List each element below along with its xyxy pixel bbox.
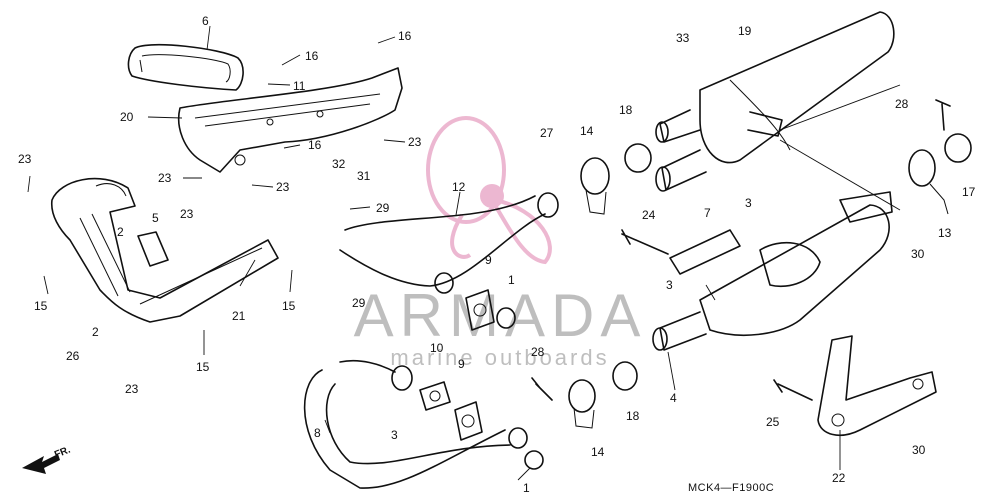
callout-11: 11 [293, 79, 306, 93]
callout-2: 2 [117, 225, 124, 239]
callout-26: 26 [66, 349, 80, 363]
part-1-ring-upper [496, 307, 516, 329]
callout-6: 6 [202, 14, 209, 28]
callout-23: 23 [180, 207, 194, 221]
part-14-clamp-lower [568, 379, 596, 429]
callout-7: 7 [704, 206, 711, 220]
callout-20: 20 [120, 110, 134, 124]
callout-31: 31 [357, 169, 371, 183]
part-9-gasket-lower [454, 401, 483, 441]
callouts: 6 16 16 16 11 20 23 23 23 23 23 23 32 31… [18, 14, 976, 495]
part-1-ring-lower [524, 450, 544, 470]
callout-30: 30 [911, 247, 925, 261]
watermark-tagline: marine outboards [390, 345, 609, 370]
part-10-flange [419, 381, 451, 411]
direction-label: FR. [53, 444, 72, 460]
part-22-bracket [817, 335, 937, 436]
leader-lines [27, 25, 901, 481]
callout-14: 14 [591, 445, 605, 459]
callout-21: 21 [232, 309, 246, 323]
callout-30: 30 [912, 443, 926, 457]
part-18-sleeve-upper [624, 143, 652, 173]
callout-16: 16 [398, 29, 412, 43]
callout-15: 15 [196, 360, 210, 374]
watermark-brand: ARMADA [354, 282, 647, 349]
callout-32: 32 [332, 157, 346, 171]
callout-19: 19 [738, 24, 752, 38]
part-25-bolt [773, 379, 813, 401]
part-13-clamp [908, 149, 949, 215]
part-17-sleeve [944, 133, 972, 163]
callout-27: 27 [540, 126, 554, 140]
callout-24: 24 [642, 208, 656, 222]
callout-29: 29 [352, 296, 366, 310]
callout-5: 5 [152, 211, 159, 225]
part-21-lower-shield [50, 177, 279, 323]
callout-22: 22 [832, 471, 846, 485]
callout-9: 9 [485, 253, 492, 267]
callout-33: 33 [676, 31, 690, 45]
callout-23: 23 [18, 152, 32, 166]
callout-28: 28 [531, 345, 545, 359]
callout-18: 18 [619, 103, 633, 117]
callout-28: 28 [895, 97, 909, 111]
callout-9: 9 [458, 357, 465, 371]
callout-25: 25 [766, 415, 780, 429]
callout-17: 17 [962, 185, 976, 199]
callout-1: 1 [508, 273, 515, 287]
part-20-upper-shield [178, 67, 403, 173]
part-5-gasket [137, 231, 169, 267]
part-19-upper-muffler [655, 11, 895, 192]
part-14-clamp-upper [580, 157, 610, 215]
callout-10: 10 [430, 341, 444, 355]
part-28-bolt-lower [531, 377, 553, 401]
propeller-icon [426, 116, 552, 265]
callout-3: 3 [666, 278, 673, 292]
callout-3: 3 [391, 428, 398, 442]
callout-15: 15 [34, 299, 48, 313]
part-7-protector [669, 229, 741, 275]
callout-12: 12 [452, 180, 466, 194]
front-direction-marker: FR. [22, 444, 72, 474]
callout-15: 15 [282, 299, 296, 313]
callout-14: 14 [580, 124, 594, 138]
callout-13: 13 [938, 226, 952, 240]
part-8-lower-pipe [303, 359, 528, 489]
callout-23: 23 [158, 171, 172, 185]
part-18-sleeve-lower [612, 361, 638, 391]
callout-23: 23 [408, 135, 422, 149]
part-12-upper-pipe [339, 192, 559, 294]
callout-16: 16 [308, 138, 322, 152]
diagram-code: MCK4—F1900C [688, 482, 774, 494]
callout-29: 29 [376, 201, 390, 215]
callout-4: 4 [670, 391, 677, 405]
part-4-lower-muffler [652, 191, 893, 351]
callout-2: 2 [92, 325, 99, 339]
callout-3: 3 [745, 196, 752, 210]
part-6-cover [127, 43, 244, 91]
callout-23: 23 [125, 382, 139, 396]
callout-23: 23 [276, 180, 290, 194]
callout-8: 8 [314, 426, 321, 440]
callout-16: 16 [305, 49, 319, 63]
part-24-bolt [621, 229, 669, 255]
callout-18: 18 [626, 409, 640, 423]
part-28-bolt-right [935, 99, 951, 131]
callout-1: 1 [523, 481, 530, 495]
part-9-gasket-upper [465, 289, 495, 331]
